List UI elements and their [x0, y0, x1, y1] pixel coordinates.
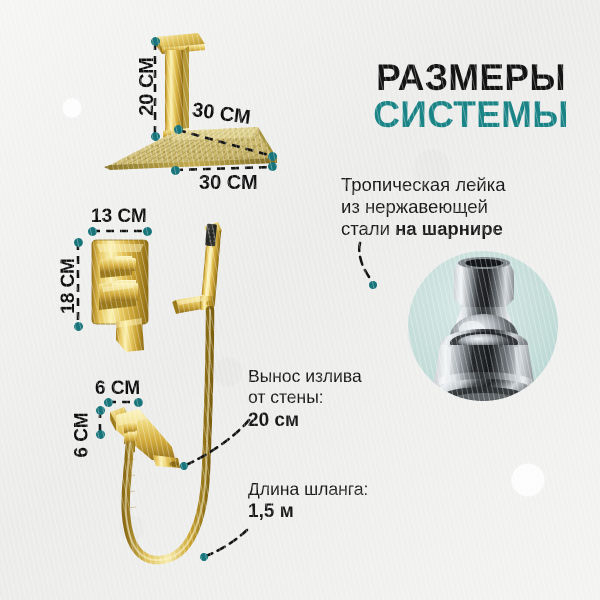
page-title: РАЗМЕРЫ СИСТЕМЫ: [356, 57, 586, 136]
dim-label-head-width: 30 СМ: [199, 172, 258, 194]
feature-description-line3-normal: стали: [341, 218, 396, 240]
feature-description-line1: Тропическая лейка: [341, 174, 506, 195]
dim-label-mixer-height: 18 СМ: [57, 258, 79, 314]
dim-label-mixer-width: 13 СМ: [91, 206, 147, 227]
dim-dot-mixer-left: [88, 227, 97, 236]
arrow-dot-spout: [180, 462, 188, 470]
feature-description-line2: из нержавеющей: [341, 196, 488, 218]
joint-photo-circle: [408, 251, 558, 401]
arrow-to-hose-path: [204, 528, 249, 558]
callout-spout-projection-line2: от стены:: [248, 387, 324, 408]
arrow-dot-joint: [369, 281, 377, 289]
dim-dot-mixer-right: [143, 227, 152, 236]
dim-dot-head-width-end: [268, 162, 277, 171]
hand-shower-wand-graphic: [200, 222, 222, 307]
dim-dot-spout-h-bottom: [96, 430, 105, 439]
arrow-to-spout-path: [184, 418, 251, 467]
title-line-primary: РАЗМЕРЫ: [376, 57, 566, 98]
feature-description-line3-bold: на шарнире: [395, 218, 503, 240]
dim-dot-mixer-top: [74, 238, 83, 247]
concealed-mixer-panel-graphic: [91, 239, 149, 352]
title-line-accent: СИСТЕМЫ: [373, 94, 569, 136]
dim-dot-mixer-bottom: [74, 322, 83, 331]
dim-label-spout-width: 6 СМ: [95, 378, 141, 399]
wand-holder-graphic: [172, 295, 214, 314]
arrow-to-joint-path: [358, 241, 374, 283]
dim-dot-spout-h-top: [96, 406, 105, 415]
callout-spout-projection-line1: Вынос излива: [248, 366, 362, 386]
dim-dot-head-depth-start: [174, 125, 183, 134]
dim-dot-spout-w-right: [134, 398, 143, 407]
ceiling-arm-graphic: [155, 33, 205, 140]
callout-hose-length-value: 1,5 м: [248, 501, 294, 523]
callout-hose-length: Длина шланга: 1,5 м: [248, 479, 368, 524]
callout-hose-length-line1: Длина шланга:: [248, 479, 369, 499]
feature-description: Тропическая лейка из нержавеющей стали н…: [341, 174, 591, 241]
feature-description-line3: стали на шарнире: [341, 218, 591, 240]
dim-dot-head-depth-end: [268, 152, 277, 161]
arrow-dot-hose: [200, 553, 208, 561]
dim-label-spout-height: 6 СМ: [71, 412, 93, 458]
dim-label-ceiling-arm-height: 20 СМ: [135, 57, 158, 116]
callout-spout-projection: Вынос излива от стены: 20 см: [248, 366, 362, 432]
dim-dot-arm-bottom: [151, 132, 160, 141]
dim-dot-head-width-start: [171, 166, 180, 175]
dim-dot-spout-w-left: [104, 398, 113, 407]
callout-spout-projection-value: 20 см: [248, 409, 300, 431]
chrome-joint-photo: [432, 257, 536, 401]
flexible-hose-graphic: [121, 305, 215, 565]
dim-dot-arm-top: [151, 37, 160, 46]
